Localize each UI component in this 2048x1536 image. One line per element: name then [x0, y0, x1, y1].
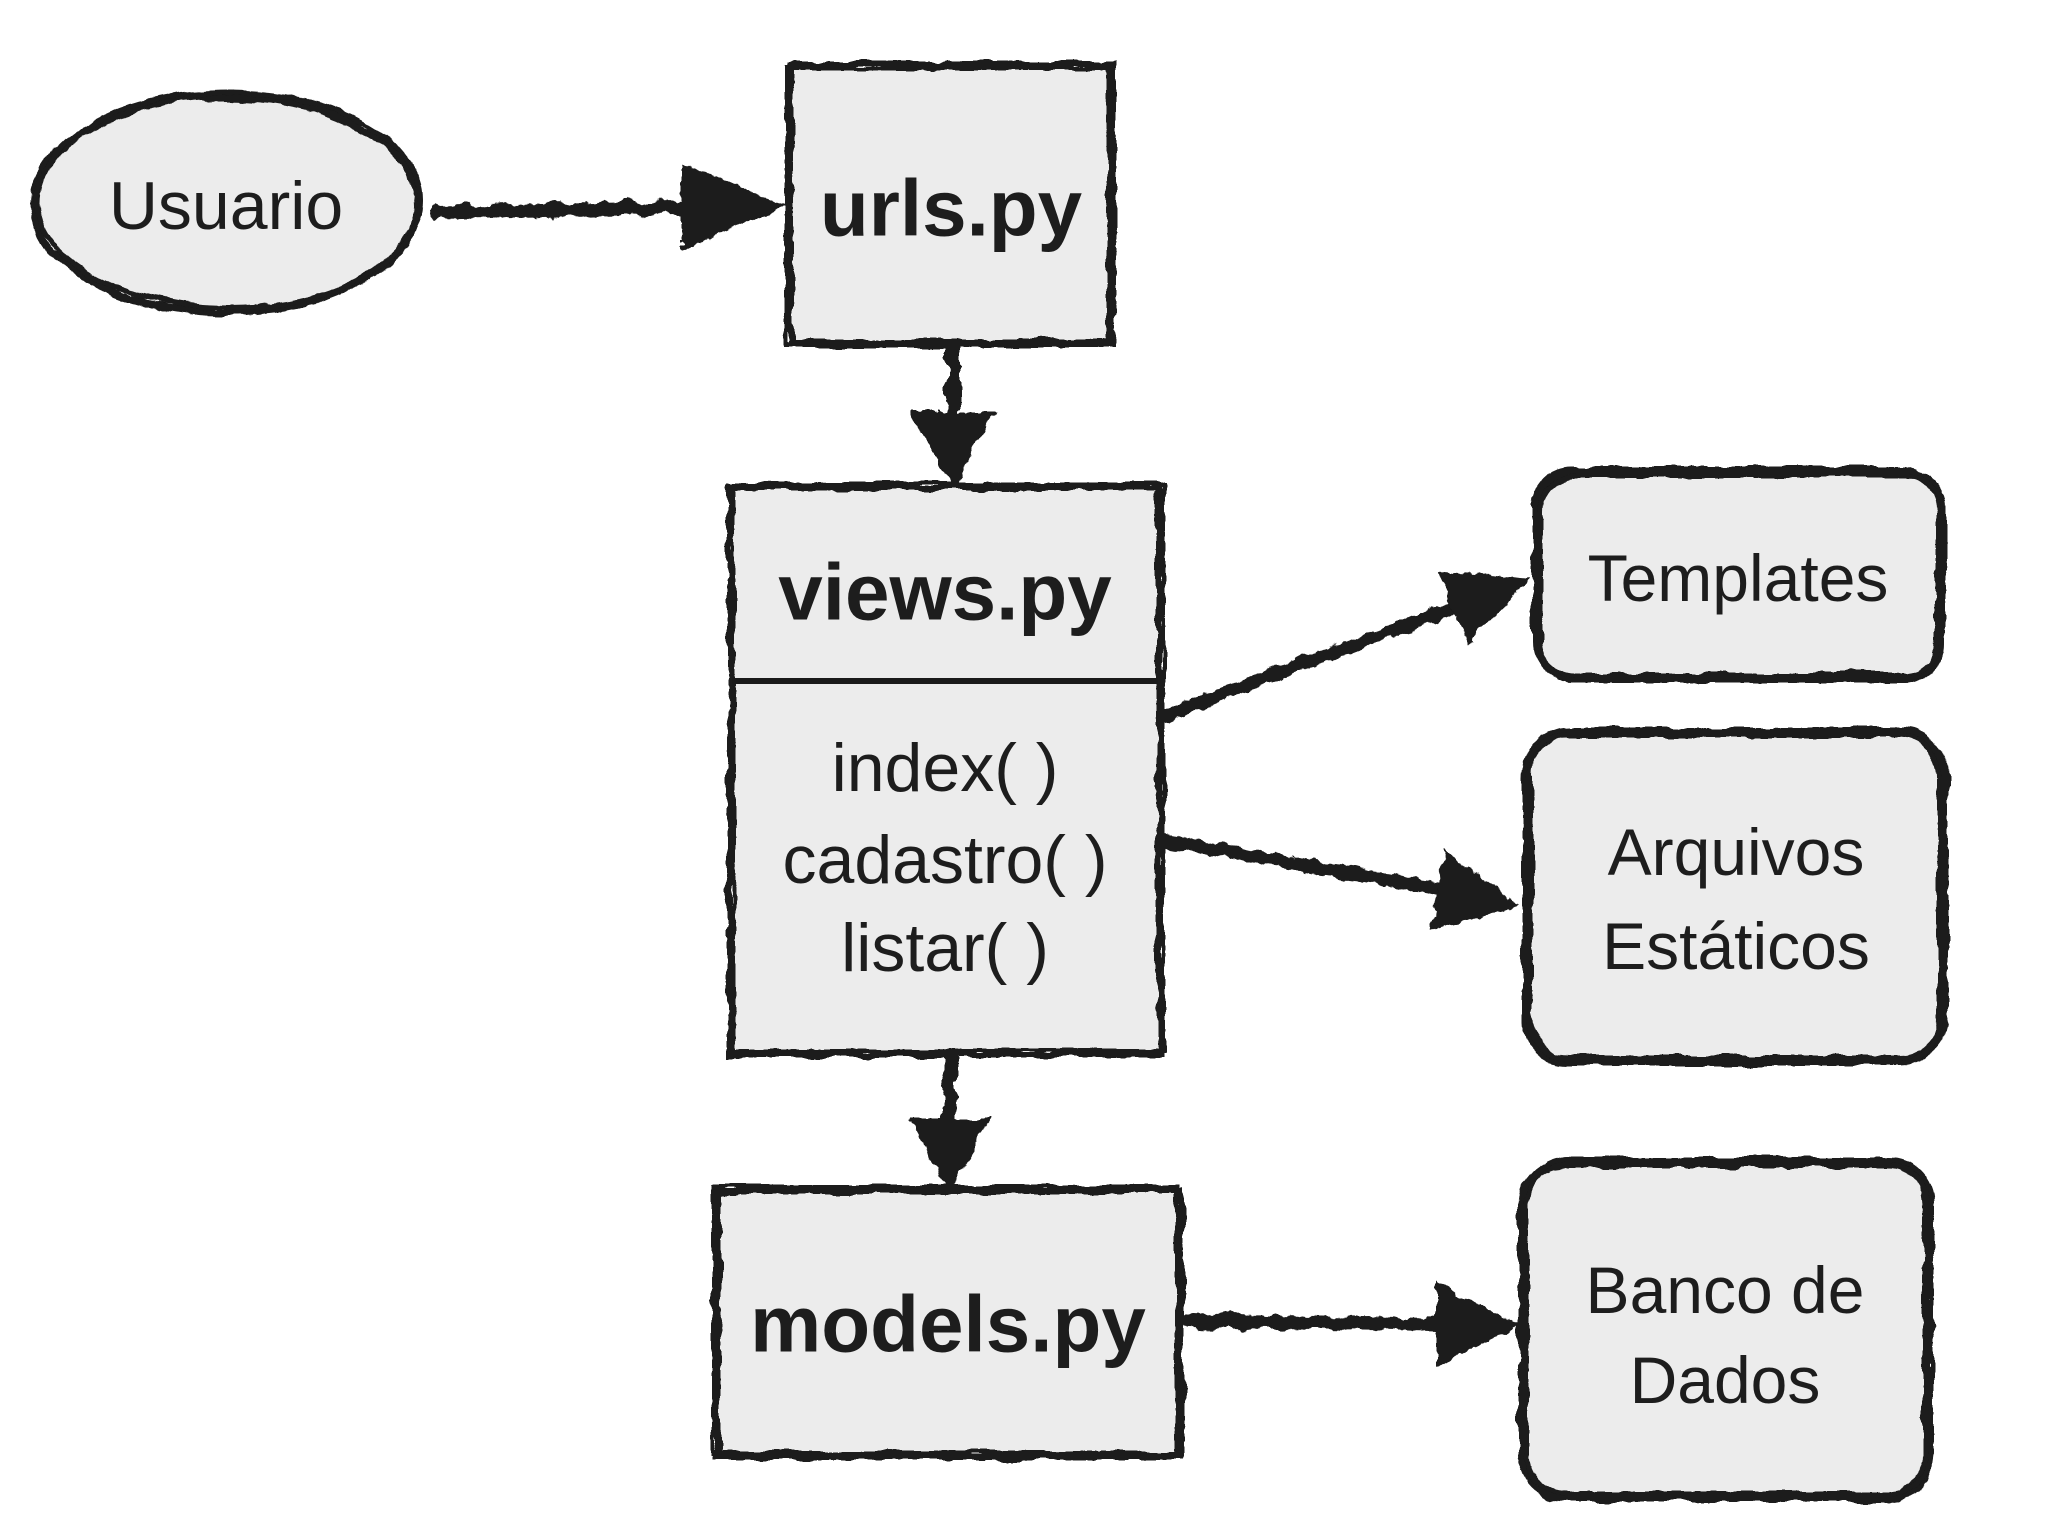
urls-label: urls.py: [820, 164, 1083, 253]
node-templates: Templates: [1532, 467, 1946, 683]
node-models: models.py: [712, 1185, 1184, 1460]
templates-box-outline: [1537, 472, 1946, 683]
usuario-ellipse-outline: [34, 89, 424, 311]
node-usuario: Usuario: [30, 89, 424, 316]
edge-arrowhead: [1431, 852, 1522, 930]
edge-arrowhead: [910, 1118, 990, 1192]
views-box-outline: [731, 482, 1165, 1053]
views-method-listar: listar( ): [841, 910, 1049, 986]
models-box: [713, 1186, 1184, 1460]
templates-box: [1532, 467, 1945, 682]
templates-label: Templates: [1588, 541, 1889, 615]
banco-label-line1: Banco de: [1586, 1253, 1865, 1327]
views-method-cadastro: cadastro( ): [783, 822, 1108, 898]
urls-box-outline: [785, 66, 1111, 348]
banco-box: [1518, 1158, 1933, 1502]
urls-box: [786, 61, 1116, 347]
edge-line: [429, 200, 707, 219]
edge-line: [1157, 600, 1462, 723]
edge-arrowhead: [1438, 570, 1532, 645]
node-views: views.py index( ) cadastro( ) listar( ): [726, 482, 1165, 1058]
edge-views-templates: [1157, 570, 1532, 723]
arquivos-box-outline: [1522, 732, 1943, 1066]
models-box-outline: [712, 1185, 1179, 1455]
edge-views-arquivos: [1157, 833, 1522, 930]
banco-label-line2: Dados: [1630, 1343, 1821, 1417]
usuario-label: Usuario: [109, 168, 343, 244]
models-label: models.py: [750, 1280, 1146, 1369]
arquivos-label-line1: Arquivos: [1608, 815, 1865, 889]
edge-line: [1179, 1314, 1449, 1331]
views-box: [726, 483, 1164, 1058]
views-method-index: index( ): [832, 730, 1059, 806]
edge-arrowhead: [1436, 1282, 1519, 1366]
arquivos-box: [1523, 727, 1948, 1065]
edge-usuario-urls: [429, 162, 788, 250]
edge-models-banco: [1179, 1282, 1519, 1366]
edge-urls-views: [911, 341, 995, 490]
usuario-ellipse: [30, 92, 422, 316]
edge-arrowhead: [682, 162, 788, 250]
node-urls: urls.py: [785, 61, 1116, 348]
edge-views-models: [910, 1051, 990, 1192]
node-banco-de-dados: Banco de Dados: [1518, 1157, 1934, 1502]
arquivos-label-line2: Estáticos: [1602, 909, 1870, 983]
edge-line: [1157, 833, 1449, 897]
banco-box-outline: [1523, 1157, 1934, 1497]
edge-arrowhead: [911, 412, 995, 490]
node-arquivos-estaticos: Arquivos Estáticos: [1522, 727, 1948, 1066]
views-title: views.py: [778, 548, 1112, 637]
